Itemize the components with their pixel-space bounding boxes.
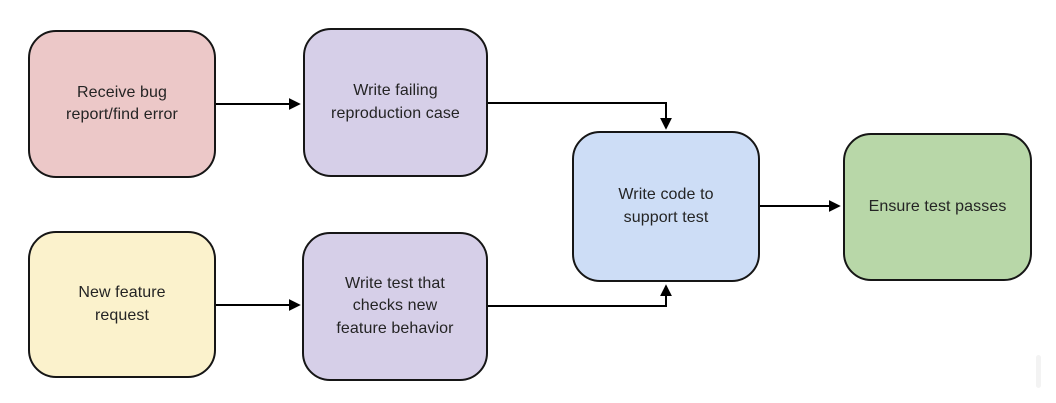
scrollbar-thumb[interactable]	[1036, 355, 1041, 388]
node-new-feature-request-label: New feature request	[78, 284, 166, 324]
arrow-repro-to-code	[488, 102, 672, 130]
node-ensure-test-passes: Ensure test passes	[843, 133, 1032, 281]
node-write-failing-repro: Write failing reproduction case	[303, 28, 488, 177]
node-write-code-label: Write code to support test	[618, 186, 714, 226]
arrow-test-to-code	[488, 284, 672, 307]
node-receive-bug: Receive bug report/find error	[28, 30, 216, 178]
node-ensure-test-passes-label: Ensure test passes	[868, 197, 1007, 215]
node-write-feature-test: Write test that checks new feature behav…	[302, 232, 488, 381]
node-write-feature-test-label: Write test that checks new feature behav…	[336, 275, 454, 337]
node-write-code: Write code to support test	[572, 131, 760, 282]
node-new-feature-request: New feature request	[28, 231, 216, 378]
node-receive-bug-label: Receive bug report/find error	[66, 83, 178, 123]
node-write-failing-repro-label: Write failing reproduction case	[331, 82, 460, 122]
